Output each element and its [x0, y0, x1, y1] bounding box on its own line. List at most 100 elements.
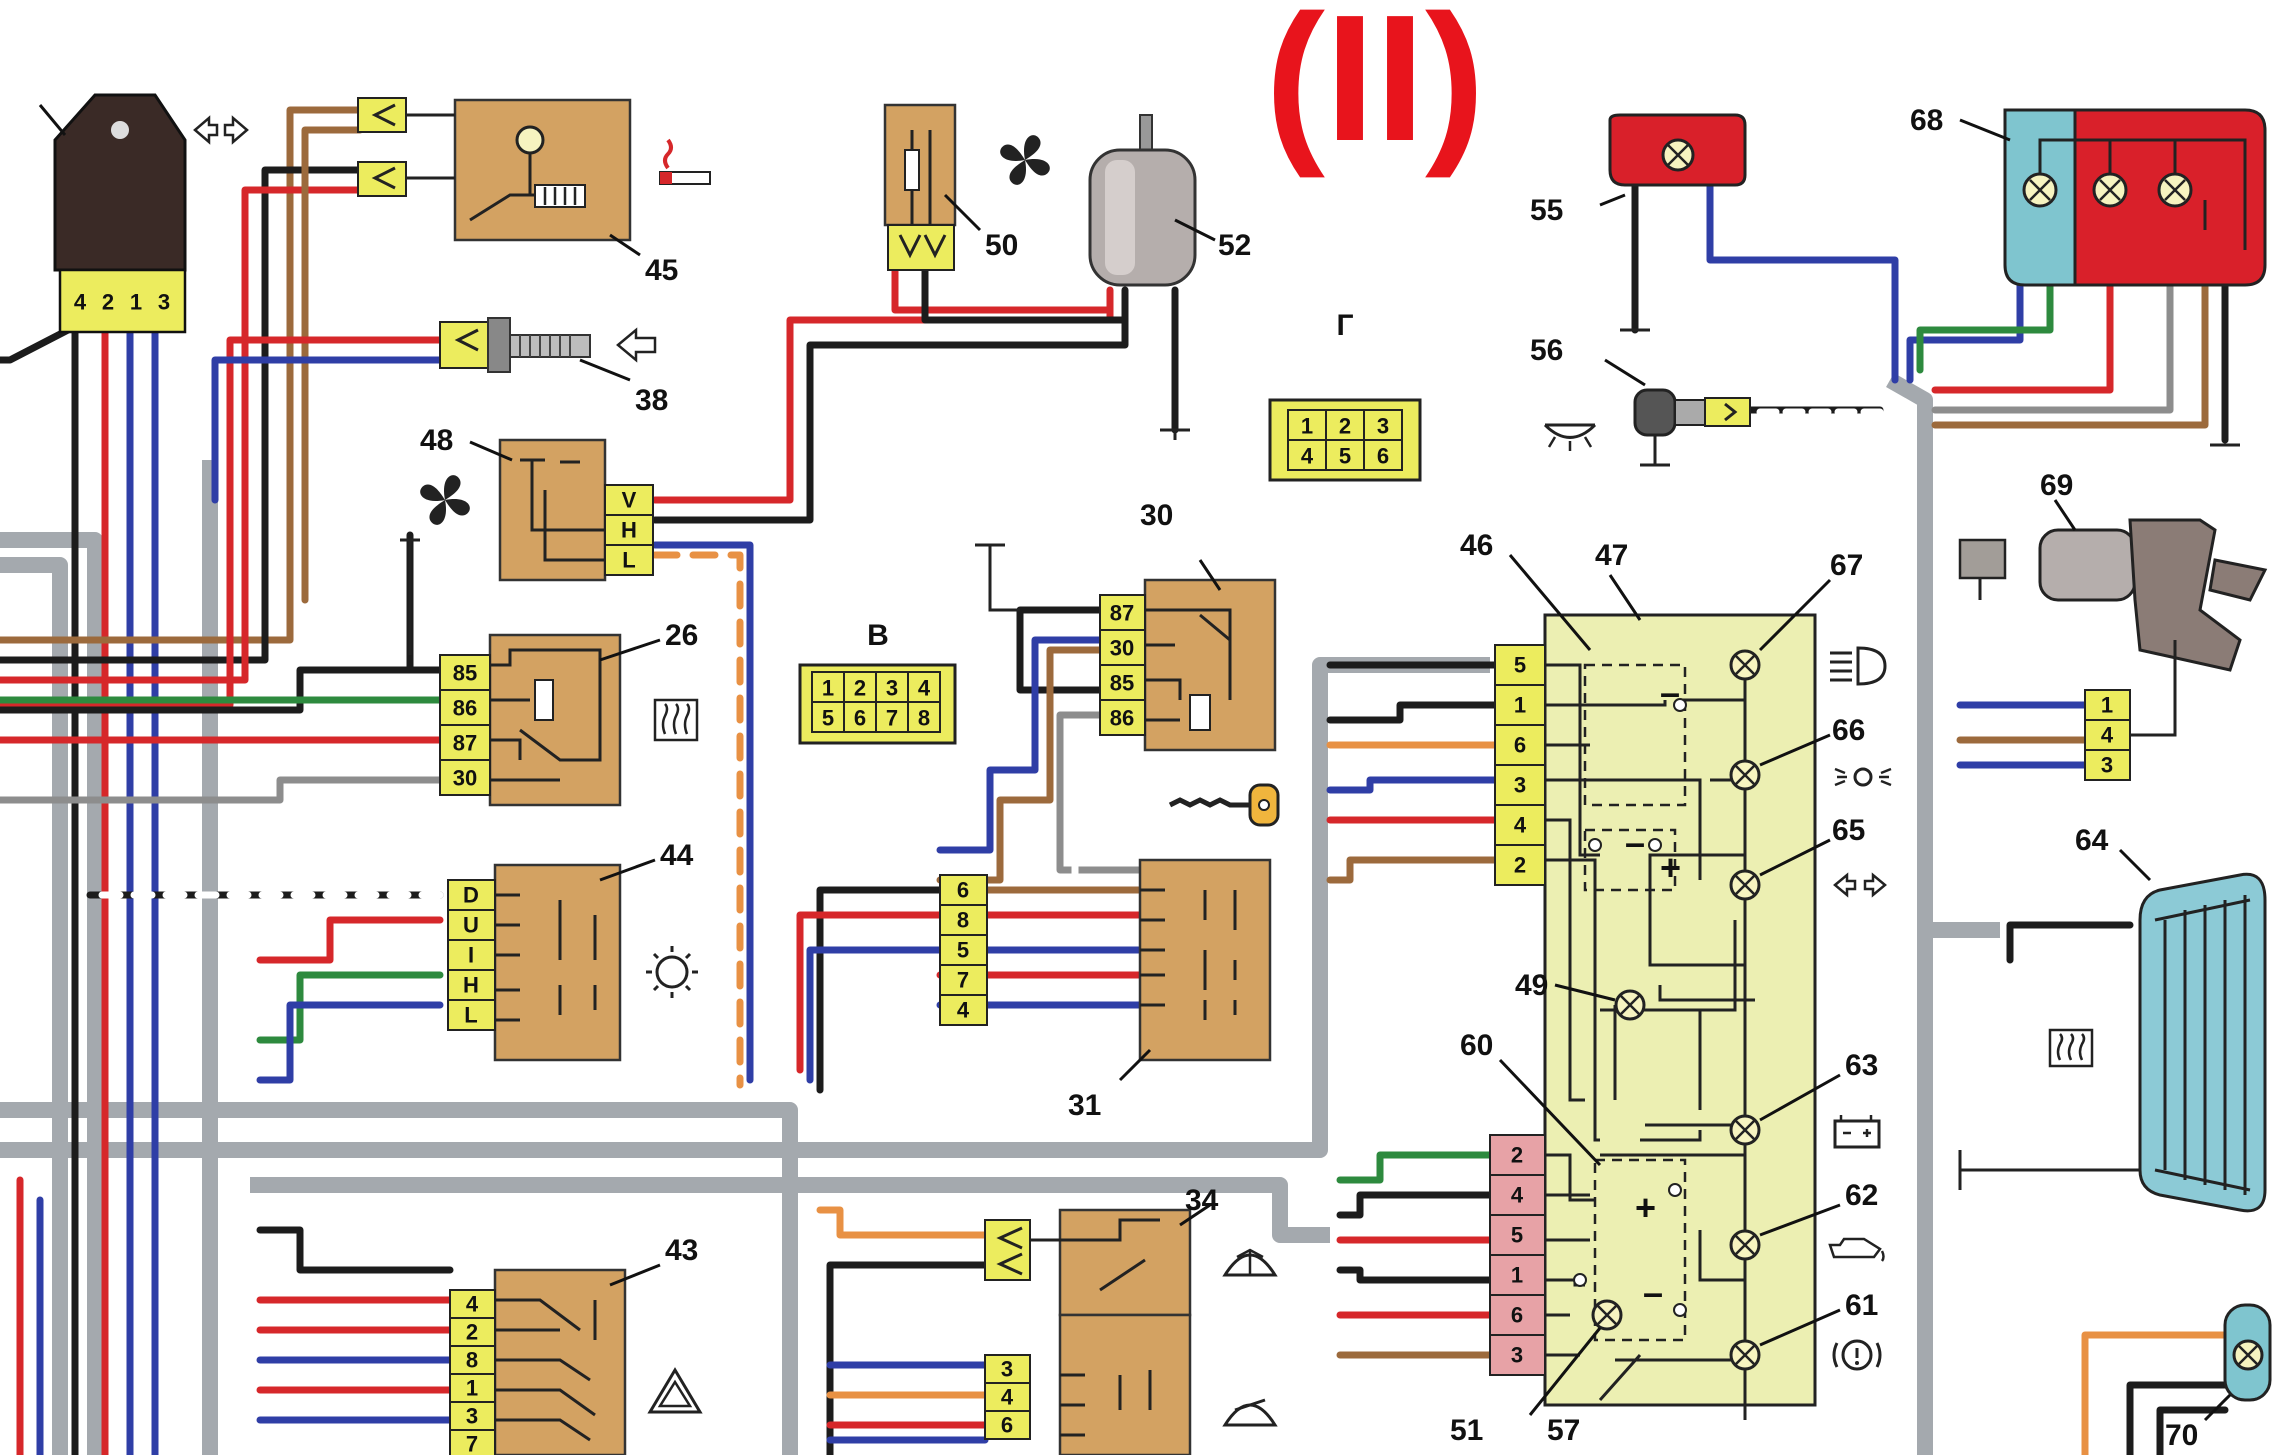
pin: 5 [1514, 653, 1526, 678]
pin: 6 [1001, 1413, 1013, 1438]
fan-relay-50: 50 [883, 103, 1050, 271]
minus-sign: – [1643, 1272, 1663, 1313]
pin-box [439, 759, 491, 796]
pin: 87 [453, 731, 477, 756]
ground-symbol [1640, 435, 1670, 467]
pin: 5 [957, 938, 969, 963]
pin-box [939, 904, 988, 936]
fan-icon [1000, 135, 1050, 185]
lamp-housing [1633, 388, 1677, 437]
pin: 3 [1001, 1357, 1013, 1382]
arrow-icon [616, 327, 657, 363]
pin: 86 [453, 696, 477, 721]
component-number: 50 [985, 229, 1018, 262]
pin: 5 [822, 706, 834, 731]
pin: 4 [1511, 1183, 1524, 1208]
component-number: 68 [1910, 104, 1943, 137]
pin: I [468, 943, 474, 968]
pin-box [449, 1289, 496, 1319]
pin: 5 [1511, 1223, 1523, 1248]
wires [0, 106, 2229, 1455]
pin: 6 [854, 706, 866, 731]
rear-defrost-icon [2048, 1028, 2094, 1068]
pin-box [2084, 749, 2131, 781]
sheet-marker: (II) [1265, 0, 1485, 179]
pin-box [1489, 1294, 1546, 1336]
component-number: 52 [1218, 229, 1251, 262]
pin: 1 [1511, 1263, 1523, 1288]
block-body [1058, 1208, 1192, 1317]
rear-defrost-icon [653, 698, 699, 742]
motor-bracket [2128, 518, 2242, 672]
windshield-washer-icon [1222, 1248, 1278, 1277]
pin: 30 [1110, 636, 1134, 661]
ignition-switch-31: 6 8 5 7 4 31 [939, 858, 1272, 1122]
pin-box [447, 939, 496, 971]
light-bulb-icon [646, 946, 698, 998]
component-number: 31 [1068, 1089, 1101, 1122]
connector [887, 224, 955, 271]
pin: 8 [918, 706, 930, 731]
fan-resistor-48: V H L 48 [420, 424, 654, 582]
ignition-unit-pins [58, 268, 187, 334]
minus-sign: – [1625, 822, 1645, 863]
connector [1704, 397, 1751, 427]
component-number: 61 [1845, 1289, 1878, 1322]
component-number: 51 [1450, 1414, 1483, 1447]
pin: U [463, 913, 479, 938]
pin: 6 [957, 878, 969, 903]
indicator-lamps [1591, 649, 1761, 1371]
pin: 8 [466, 1348, 478, 1373]
pin-box [1494, 844, 1546, 886]
pin-box [984, 1354, 1031, 1384]
turn-signal-icon [193, 115, 249, 145]
component-number: 64 [2075, 824, 2109, 857]
ground-symbol [1958, 1150, 2140, 1190]
pin: 1 [822, 676, 834, 701]
component-number: 65 [1832, 814, 1865, 847]
plus-sign: + [1635, 1187, 1656, 1228]
pin: L [622, 548, 635, 573]
pin-box [449, 1429, 496, 1455]
pin: 7 [886, 706, 898, 731]
fan-motor-52: 52 [1088, 114, 1251, 440]
minus-sign: – [1660, 672, 1680, 713]
pin: 6 [1511, 1303, 1523, 1328]
pin: 3 [1377, 414, 1389, 439]
pin: 85 [453, 661, 477, 686]
component-number: 43 [665, 1234, 698, 1267]
pin: 4 [2101, 723, 2114, 748]
connector-label: Г [1336, 309, 1353, 342]
wiper-icon [1222, 1398, 1278, 1427]
pin: 6 [1514, 733, 1526, 758]
pin: 4 [1514, 813, 1527, 838]
component-number: 57 [1547, 1414, 1580, 1447]
heater-coil-icon [534, 184, 586, 208]
block-body [498, 438, 607, 582]
pin: 30 [453, 766, 477, 791]
ground-symbol [400, 538, 420, 655]
pin: H [463, 973, 479, 998]
pin: 4 [1001, 1385, 1014, 1410]
component-number: 66 [1832, 714, 1865, 747]
pin: 4 [918, 676, 931, 701]
pin-box [1489, 1214, 1546, 1256]
pin: 2 [466, 1320, 478, 1345]
component-number: 56 [1530, 334, 1563, 367]
pin-box [449, 1373, 496, 1403]
cigar-lighter-45: 45 [357, 97, 711, 287]
pin: 5 [1339, 444, 1351, 469]
connector [357, 161, 407, 197]
pin-box [447, 999, 496, 1031]
component-number: 62 [1845, 1179, 1878, 1212]
motor-connector [1958, 538, 2007, 580]
motor-body [2038, 528, 2137, 602]
key-icon [1168, 783, 1280, 827]
component-number: 46 [1460, 529, 1493, 562]
light-switch-44: D U I H L 44 [447, 839, 698, 1062]
pin: 1 [130, 290, 142, 315]
component-number: 63 [1845, 1049, 1878, 1082]
pin: 2 [854, 676, 866, 701]
pin-box [1489, 1134, 1546, 1176]
